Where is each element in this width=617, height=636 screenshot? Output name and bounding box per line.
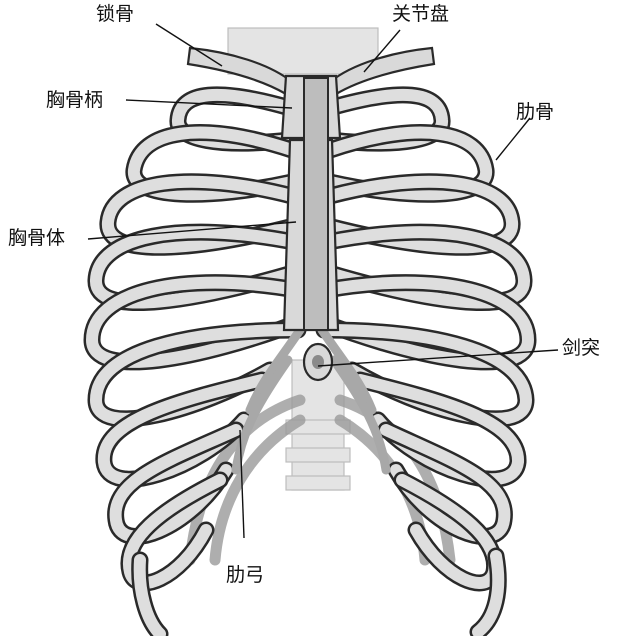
left-ribs <box>92 95 300 634</box>
label-articular-disc: 关节盘 <box>392 5 449 24</box>
rib-leader <box>496 118 530 160</box>
label-clavicle: 锁骨 <box>96 5 134 24</box>
label-costal-arch: 肋弓 <box>226 566 264 585</box>
label-xiphoid: 剑突 <box>562 339 600 358</box>
label-sternum-body: 胸骨体 <box>8 229 65 248</box>
label-rib: 肋骨 <box>516 103 554 122</box>
label-manubrium: 胸骨柄 <box>46 91 103 110</box>
